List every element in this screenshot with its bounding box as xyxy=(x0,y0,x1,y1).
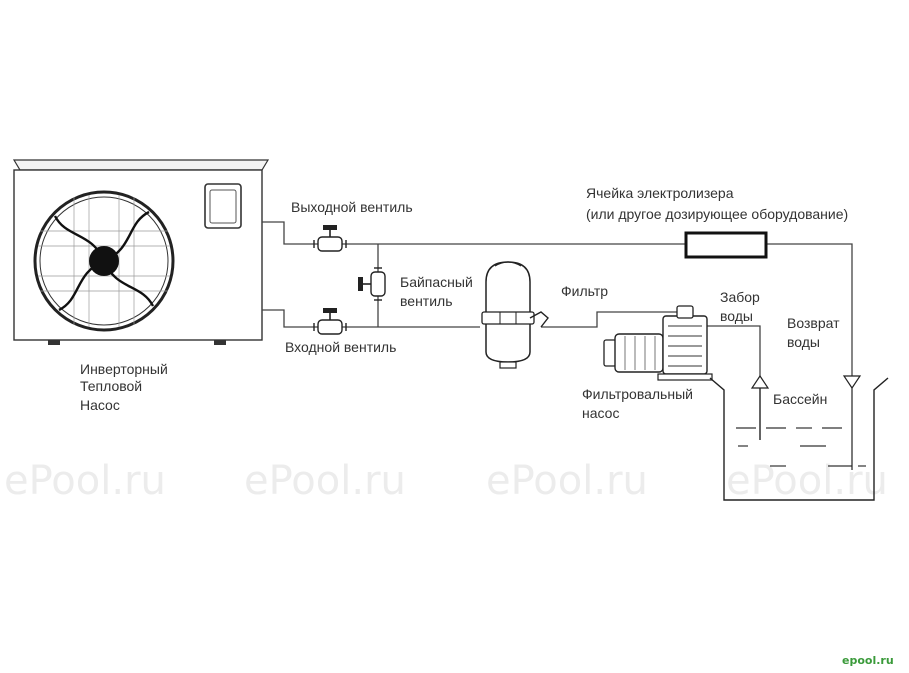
electrolyzer-label-line2: (или другое дозирующее оборудование) xyxy=(586,206,848,222)
bypass-valve-label-line1: Байпасный xyxy=(400,274,473,290)
heat-pump-label-line2: Тепловой xyxy=(80,378,142,394)
return-arrow-icon xyxy=(842,375,862,390)
heat-pump-unit xyxy=(12,159,270,345)
fan-icon xyxy=(33,190,175,332)
electrolyzer-label-line1: Ячейка электролизера xyxy=(586,185,734,201)
watermark-text: ePool.ru xyxy=(244,458,406,504)
inlet-valve-label: Входной вентиль xyxy=(285,339,396,355)
filtration-pump-icon xyxy=(603,305,713,381)
watermark-row: ePool.ru ePool.ru ePool.ru ePool.ru xyxy=(4,458,888,504)
heat-pump-label-line1: Инверторный xyxy=(80,361,168,377)
site-logo: epool.ru xyxy=(842,654,894,667)
filter-label: Фильтр xyxy=(561,283,608,299)
electrolyzer-cell-icon xyxy=(684,231,768,259)
intake-label-line2: воды xyxy=(720,308,753,324)
return-label-line1: Возврат xyxy=(787,315,840,331)
return-label-line2: воды xyxy=(787,334,820,350)
watermark-text: ePool.ru xyxy=(726,458,888,504)
watermark-text: ePool.ru xyxy=(4,458,166,504)
intake-label-line1: Забор xyxy=(720,289,760,305)
inlet-valve-icon xyxy=(313,308,347,335)
filter-icon xyxy=(481,261,549,369)
outlet-valve-icon xyxy=(313,225,347,252)
bypass-valve-label-line2: вентиль xyxy=(400,293,453,309)
heat-pump-label-line3: Насос xyxy=(80,397,120,413)
pool-label: Бассейн xyxy=(773,391,827,407)
watermark-text: ePool.ru xyxy=(486,458,648,504)
control-panel-icon xyxy=(204,183,242,229)
bypass-valve-icon xyxy=(358,267,386,301)
pump-label-line1: Фильтровальный xyxy=(582,386,693,402)
outlet-valve-label: Выходной вентиль xyxy=(291,199,413,215)
intake-arrow-icon xyxy=(750,374,770,389)
pump-label-line2: насос xyxy=(582,405,619,421)
pool-icon xyxy=(709,374,889,501)
